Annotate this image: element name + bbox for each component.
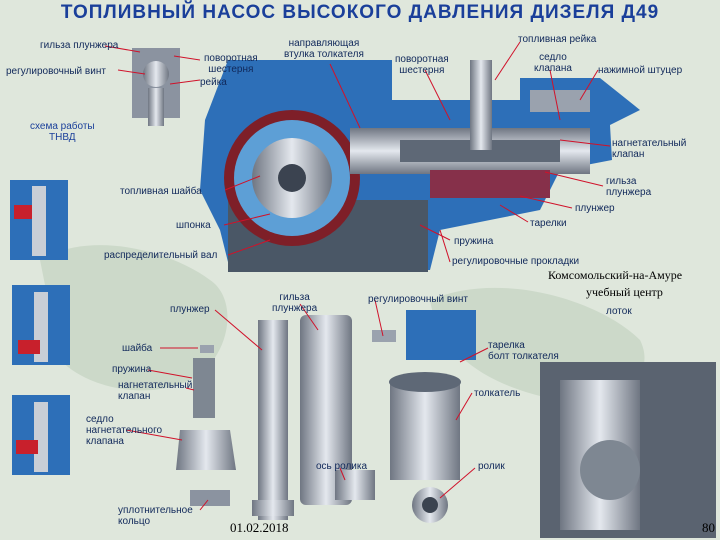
label-sedlo-klapana: седло клапана (534, 52, 572, 74)
label-gilza-plunzhera-right: гильза плунжера (606, 176, 652, 198)
label-reg-vint-center: регулировочный винт (368, 294, 468, 305)
label-pruzhina-left: пружина (112, 364, 152, 375)
label-toplivnaya-shayba: топливная шайба (120, 186, 202, 197)
regulating-screw-drawing (132, 48, 180, 126)
slide-date: 01.02.2018 (230, 520, 289, 535)
label-pruzhina-center: пружина (454, 236, 494, 247)
label-shponka: шпонка (176, 220, 211, 231)
watermark-line-1: Комсомольский-на-Амуре (548, 268, 683, 282)
pump-cross-section (200, 60, 640, 272)
label-toplivnaya-reyka: топливная рейка (518, 34, 597, 45)
page-title: ТОПЛИВНЫЙ НАСОС ВЫСОКОГО ДАВЛЕНИЯ ДИЗЕЛЯ… (60, 2, 660, 23)
label-povorotnaya-shesternya-2: поворотная шестерня (395, 54, 449, 76)
label-nagnetatelny-klapan-left: нагнетательный клапан (118, 380, 193, 402)
label-schema-tnvd: схема работы ТНВД (30, 121, 95, 143)
label-reg-vint-left: регулировочный винт (6, 66, 106, 77)
label-reg-prokladki: регулировочные прокладки (452, 256, 580, 267)
label-tarelki: тарелки (530, 218, 567, 229)
label-tarelka-bolt: тарелка болт толкателя (488, 340, 559, 362)
label-plunzher-right: плунжер (575, 203, 615, 214)
label-uplotnitelnoe-koltso: уплотнительное кольцо (118, 505, 193, 527)
label-shayba: шайба (122, 343, 153, 354)
label-sedlo-nagnetatelnogo: седло нагнетательного клапана (86, 414, 163, 447)
label-lotok: лоток (606, 306, 632, 317)
label-nazhimnoy-shtutser: нажимной штуцер (598, 65, 683, 76)
label-gilza-plunzhera-top: гильза плунжера (40, 40, 119, 51)
label-raspredelitelny-val: распределительный вал (104, 250, 218, 261)
label-rolik: ролик (478, 461, 505, 472)
label-os-rolika: ось ролика (316, 461, 368, 472)
label-povorotnaya-shesternya-1: поворотная шестерня (204, 53, 258, 75)
label-plunzher-center: плунжер (170, 304, 210, 315)
label-nagnetatelny-klapan-right: нагнетательный клапан (612, 138, 687, 160)
tnvd-scheme-column (10, 180, 70, 475)
exploded-parts (176, 310, 716, 538)
label-gilza-plunzhera-center: гильза плунжера (272, 292, 318, 314)
label-napravlyayuschaya-vtulka: направляющая втулка толкателя (284, 38, 364, 60)
label-reyka: рейка (200, 77, 227, 88)
watermark-line-2: учебный центр (586, 285, 663, 299)
page-number: 80 (702, 520, 715, 535)
label-tolkatel: толкатель (474, 388, 521, 399)
